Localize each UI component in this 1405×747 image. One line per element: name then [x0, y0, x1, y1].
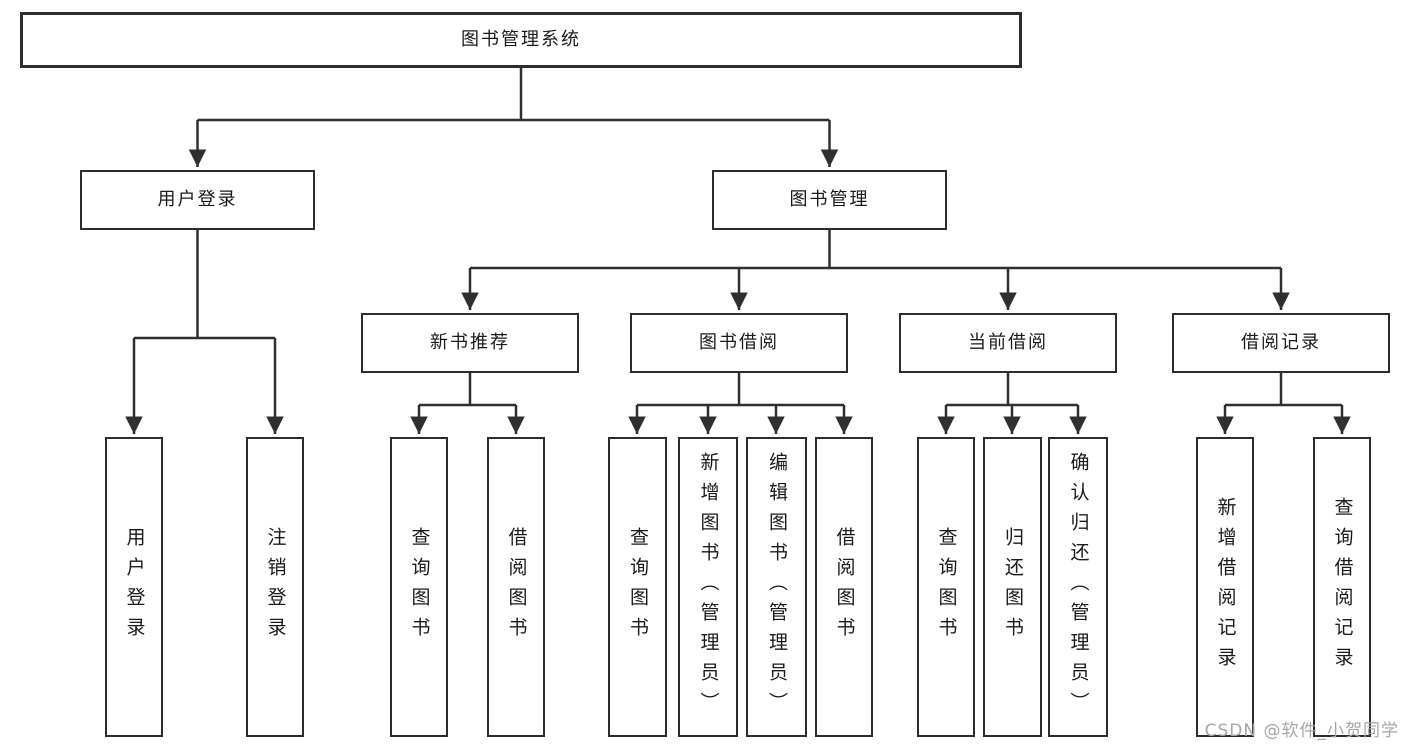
leaf-current-return-books-label: 归还图书 [1002, 527, 1024, 647]
leaf-borrow-add-books-admin: 新增图书（管理员） [678, 437, 738, 737]
leaf-records-add-record-label: 新增借阅记录 [1214, 497, 1237, 677]
node-book-management-label: 图书管理 [789, 189, 870, 210]
node-borrow-records-label: 借阅记录 [1241, 332, 1321, 353]
node-user-login-label: 用户登录 [157, 189, 238, 210]
node-book-management: 图书管理 [712, 170, 947, 230]
node-new-book-recommend: 新书推荐 [361, 313, 579, 373]
leaf-borrow-query-books-label: 查询图书 [627, 527, 649, 647]
leaf-current-query-books-label: 查询图书 [935, 527, 958, 647]
leaf-records-query-record: 查询借阅记录 [1313, 437, 1371, 737]
csdn-watermark: CSDN @软件_小贺同学 [1204, 721, 1399, 741]
node-user-login: 用户登录 [80, 170, 315, 230]
leaf-newbook-borrow-books: 借阅图书 [487, 437, 545, 737]
node-current-borrow: 当前借阅 [899, 313, 1117, 373]
leaf-newbook-query-books: 查询图书 [390, 437, 448, 737]
leaf-newbook-query-books-label: 查询图书 [408, 527, 431, 647]
node-current-borrow-label: 当前借阅 [968, 332, 1048, 353]
node-book-borrow: 图书借阅 [630, 313, 848, 373]
leaf-user-login-label: 用户登录 [123, 527, 146, 647]
node-book-borrow-label: 图书借阅 [699, 332, 779, 353]
leaf-current-query-books: 查询图书 [917, 437, 975, 737]
leaf-borrow-edit-books-admin-label: 编辑图书（管理员） [766, 452, 788, 722]
leaf-borrow-edit-books-admin: 编辑图书（管理员） [746, 437, 807, 737]
leaf-borrow-add-books-admin-label: 新增图书（管理员） [697, 452, 720, 722]
node-root-system: 图书管理系统 [20, 12, 1022, 68]
leaf-records-add-record: 新增借阅记录 [1196, 437, 1254, 737]
leaf-newbook-borrow-books-label: 借阅图书 [505, 527, 528, 647]
leaf-user-login: 用户登录 [105, 437, 163, 737]
leaf-current-confirm-return-admin-label: 确认归还（管理员） [1067, 452, 1090, 722]
node-root-label: 图书管理系统 [461, 29, 581, 50]
node-borrow-records: 借阅记录 [1172, 313, 1390, 373]
leaf-borrow-query-books: 查询图书 [608, 437, 667, 737]
leaf-current-return-books: 归还图书 [983, 437, 1042, 737]
leaf-records-query-record-label: 查询借阅记录 [1331, 497, 1354, 677]
leaf-logout-label: 注销登录 [264, 527, 287, 647]
leaf-borrow-borrow-books: 借阅图书 [815, 437, 873, 737]
leaf-current-confirm-return-admin: 确认归还（管理员） [1048, 437, 1108, 737]
leaf-logout: 注销登录 [246, 437, 304, 737]
node-new-book-recommend-label: 新书推荐 [430, 332, 510, 353]
leaf-borrow-borrow-books-label: 借阅图书 [833, 527, 856, 647]
